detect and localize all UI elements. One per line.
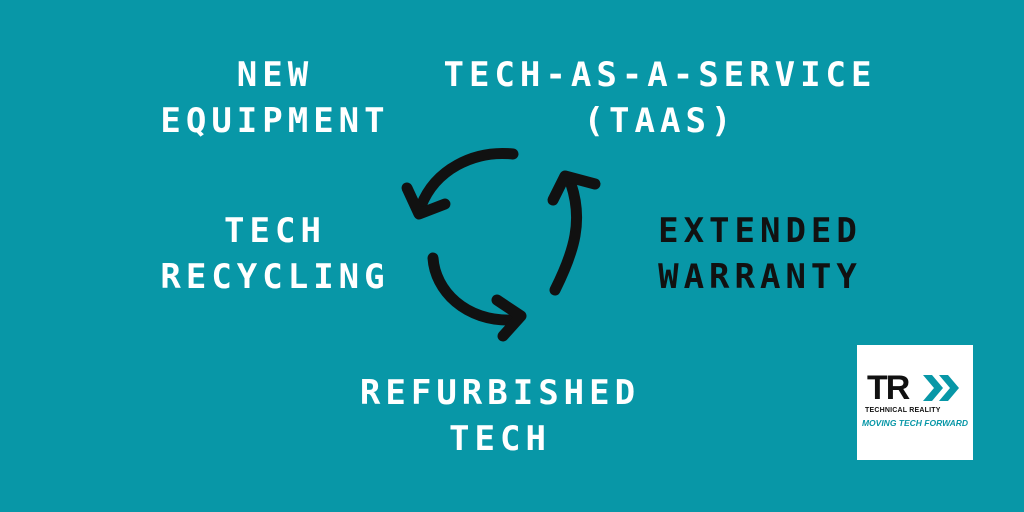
cycle-arrow-right — [549, 178, 583, 296]
label-refurbished-tech: REFURBISHED TECH — [330, 370, 670, 462]
label-tech-recycling-line-1: TECH — [224, 211, 326, 251]
label-new-equipment: NEW EQUIPMENT — [130, 52, 420, 144]
cycle-arrowhead-top-left — [401, 182, 451, 220]
cycle-arrow-top-left — [415, 148, 519, 212]
label-tech-recycling-line-2: RECYCLING — [160, 257, 390, 297]
label-refurbished-tech-line-2: TECH — [449, 419, 551, 459]
circular-arrows-icon — [401, 148, 601, 342]
logo-mark: TR — [867, 369, 910, 407]
label-extended-warranty-line-2: WARRANTY — [658, 257, 862, 297]
label-tech-as-a-service: TECH-AS-A-SERVICE (TAAS) — [420, 52, 900, 144]
label-taas-line-1: TECH-AS-A-SERVICE — [443, 55, 877, 95]
logo-tagline: MOVING TECH FORWARD — [861, 418, 969, 428]
label-new-equipment-line-1: NEW — [236, 55, 314, 95]
cycle-arrowhead-bottom — [491, 294, 527, 342]
label-new-equipment-line-2: EQUIPMENT — [160, 101, 390, 141]
technical-reality-logo: TR TECHNICAL REALITY MOVING TECH FORWARD — [857, 345, 973, 460]
logo-company-name: TECHNICAL REALITY — [865, 407, 941, 414]
label-refurbished-tech-line-1: REFURBISHED — [359, 373, 641, 413]
label-extended-warranty: EXTENDED WARRANTY — [610, 208, 910, 300]
cycle-arrowhead-right — [547, 170, 601, 206]
cycle-arrow-bottom — [427, 252, 519, 326]
label-taas-line-2: (TAAS) — [583, 101, 737, 141]
label-extended-warranty-line-1: EXTENDED — [658, 211, 862, 251]
double-chevron-right-icon — [923, 375, 959, 401]
label-tech-recycling: TECH RECYCLING — [130, 208, 420, 300]
